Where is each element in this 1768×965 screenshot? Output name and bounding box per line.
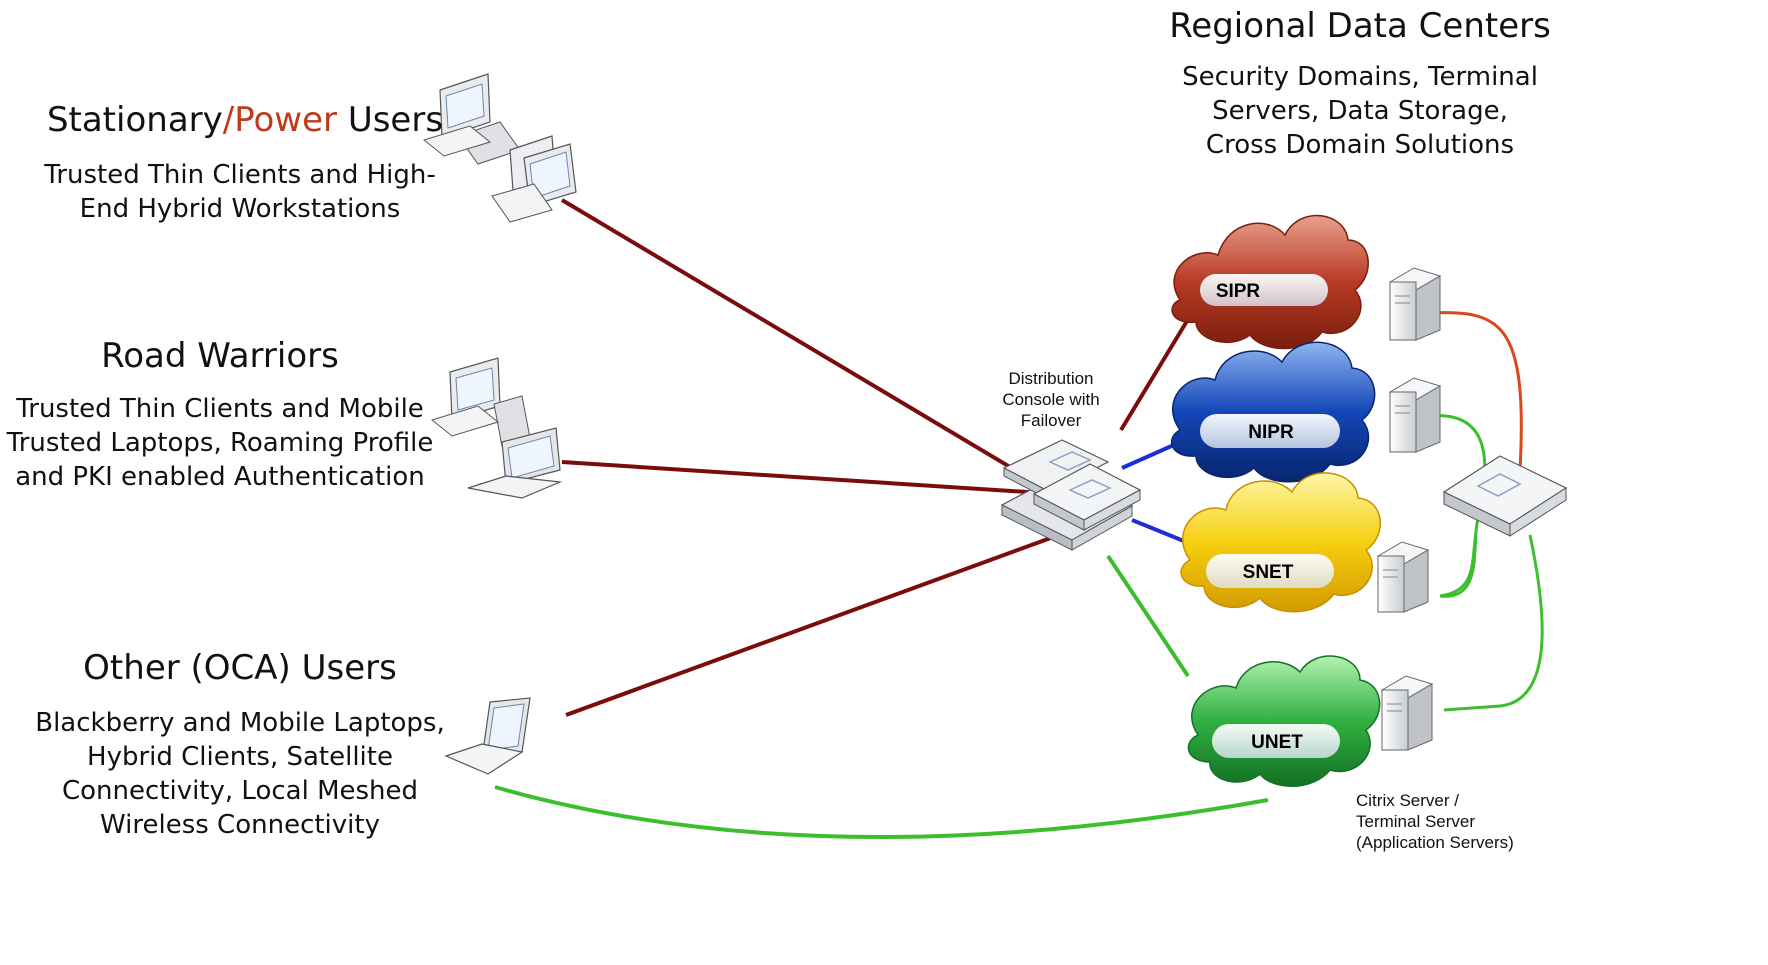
sipr-cloud[interactable] [1171, 214, 1369, 350]
other-line: Wireless Connectivity [100, 810, 380, 840]
stationary-title-part1: Stationary [46, 100, 223, 140]
link-server3-switch [1439, 529, 1478, 598]
stationary-title-sep: / [222, 100, 235, 140]
servers-line: Terminal Server [1356, 812, 1476, 831]
console-line: Console with [1002, 390, 1100, 409]
link-server1-switch [1427, 311, 1523, 471]
datacenter-switch[interactable] [1442, 455, 1568, 537]
road-line: Trusted Laptops, Roaming Profile [6, 428, 434, 458]
servers-line: Citrix Server / [1356, 791, 1459, 810]
snet-label: SNET [1243, 562, 1294, 583]
other-laptop-icon [444, 697, 531, 775]
other-line: Connectivity, Local Meshed [61, 776, 419, 806]
stationary-line: End Hybrid Workstations [79, 194, 401, 224]
road-title: Road Warriors [101, 336, 339, 376]
other-description: Blackberry and Mobile Laptops, Hybrid Cl… [20, 706, 460, 842]
regional-description: Security Domains, Terminal Servers, Data… [1150, 60, 1570, 162]
server-4[interactable] [1380, 675, 1434, 751]
link-console-unet [1106, 554, 1190, 678]
servers-label: Citrix Server / Terminal Server (Applica… [1356, 790, 1556, 853]
stationary-title: Stationary/Power Users [40, 100, 450, 140]
server-2[interactable] [1388, 377, 1442, 453]
stationary-title-part2: Users [337, 100, 444, 140]
nipr-label: NIPR [1248, 422, 1294, 443]
console-label: Distribution Console with Failover [980, 368, 1122, 431]
console-line: Distribution [1008, 369, 1094, 388]
nipr-cloud[interactable] [1170, 341, 1376, 483]
road-desktop-icon [430, 357, 531, 447]
servers-line: (Application Servers) [1356, 833, 1514, 852]
regional-line: Security Domains, Terminal [1182, 62, 1538, 92]
stationary-desktop-icon-2 [491, 135, 577, 223]
regional-line: Cross Domain Solutions [1205, 130, 1515, 160]
regional-line: Servers, Data Storage, [1212, 96, 1508, 126]
link-console-nipr [1121, 442, 1177, 470]
stationary-line: Trusted Thin Clients and High- [44, 160, 436, 190]
other-title: Other (OCA) Users [83, 648, 397, 688]
server-3[interactable] [1376, 541, 1430, 613]
road-description: Trusted Thin Clients and Mobile Trusted … [0, 392, 440, 494]
sipr-label: SIPR [1216, 281, 1261, 302]
snet-cloud[interactable] [1180, 472, 1381, 613]
road-line: Trusted Thin Clients and Mobile [16, 394, 424, 424]
stationary-desktop-icon-1 [422, 73, 521, 165]
link-stationary-console [560, 198, 1054, 494]
link-road-console [561, 460, 1059, 496]
console-line: Failover [1020, 411, 1082, 430]
unet-label: UNET [1251, 732, 1303, 753]
road-line: and PKI enabled Authentication [15, 462, 425, 492]
other-line: Hybrid Clients, Satellite [87, 742, 393, 772]
stationary-title-power: Power [234, 100, 338, 140]
unet-cloud[interactable] [1187, 655, 1381, 787]
link-other-unet [494, 785, 1269, 839]
distribution-console-switch[interactable] [1000, 439, 1142, 551]
stationary-description: Trusted Thin Clients and High- End Hybri… [30, 158, 450, 226]
link-server4-switch [1443, 534, 1544, 712]
other-line: Blackberry and Mobile Laptops, [35, 708, 445, 738]
domain-links [1106, 442, 1197, 678]
link-other-console [565, 526, 1079, 717]
server-1[interactable] [1388, 267, 1442, 341]
client-links [494, 198, 1269, 839]
link-console-sipr [1119, 314, 1192, 432]
regional-title: Regional Data Centers [1169, 6, 1551, 46]
road-laptop-icon [467, 427, 563, 499]
